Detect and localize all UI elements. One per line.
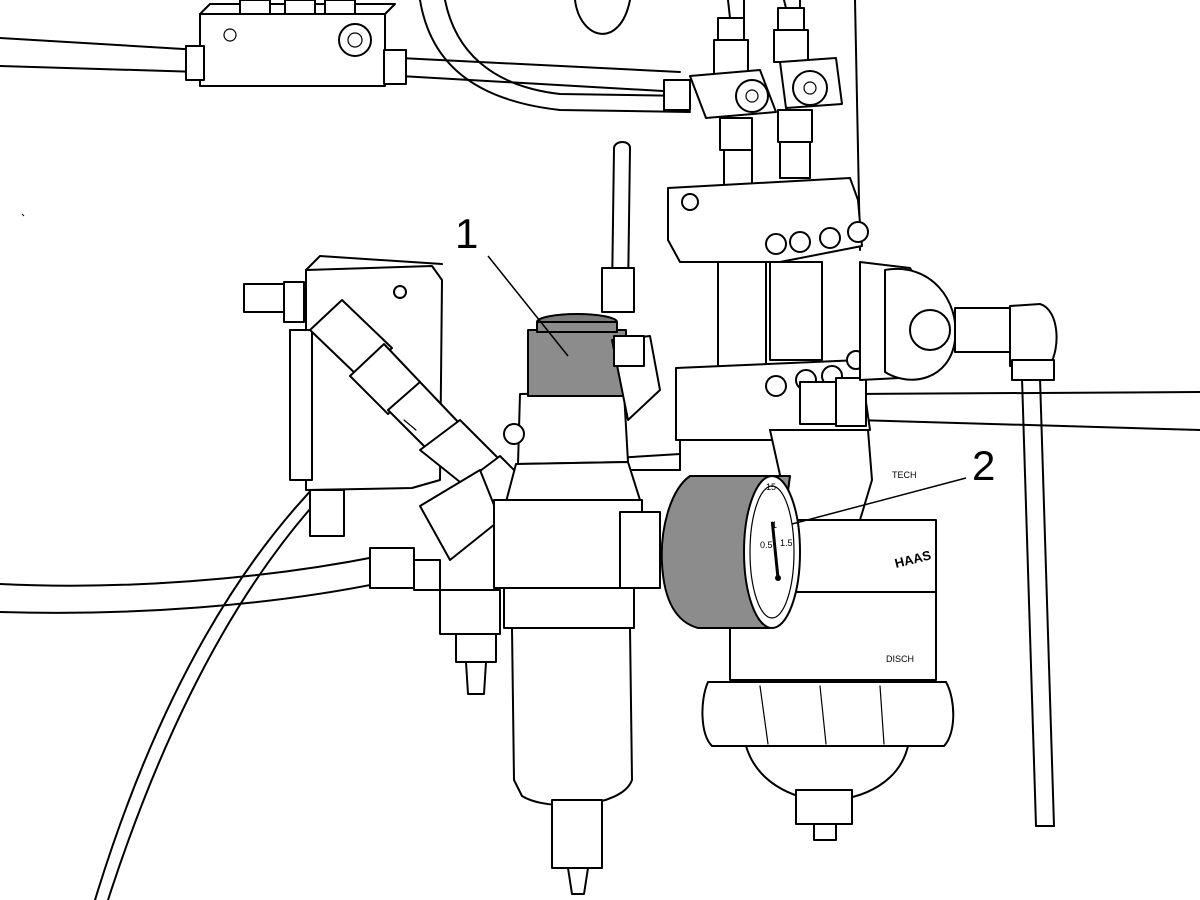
mounting-bracket [614,177,871,471]
right-air-line [854,391,1200,431]
lubricator-body [701,429,955,841]
left-air-line [0,37,201,73]
callout-1-number: 1 [455,210,478,257]
gauge-feed-tube [601,141,661,421]
callout-1: 1 [455,210,569,357]
vertical-tubes [727,0,801,19]
upper-curved-line [419,0,691,113]
sweeping-air-hose [0,555,386,614]
pressure-gauge [660,475,801,629]
gauge-scale-label-3: 0.5 [760,540,773,550]
callout-2: 2 [791,442,995,525]
label-bottom-marking: DISCH [886,654,914,664]
callout-1-leader [487,255,569,357]
tee-fitting-left [663,17,777,187]
gauge-scale-label-4: 1.5 [780,538,793,548]
filter-regulator [439,391,661,895]
top-air-line [399,57,681,93]
regulator-adjustment-knob [527,313,627,397]
tee-fitting-right [773,7,843,179]
top-manifold-block [185,0,407,87]
stray-mark [21,213,25,217]
label-top-marking: TECH [892,470,917,480]
gauge-scale-label-1: 15 [766,482,776,492]
vertical-drop-pipe [1021,377,1055,827]
gauge-scale-label-2: 1 [772,520,777,530]
gauge-needle [770,521,780,580]
callout-2-leader [791,477,967,525]
lubricator-cap [859,261,1058,381]
callout-2-number: 2 [972,442,995,489]
